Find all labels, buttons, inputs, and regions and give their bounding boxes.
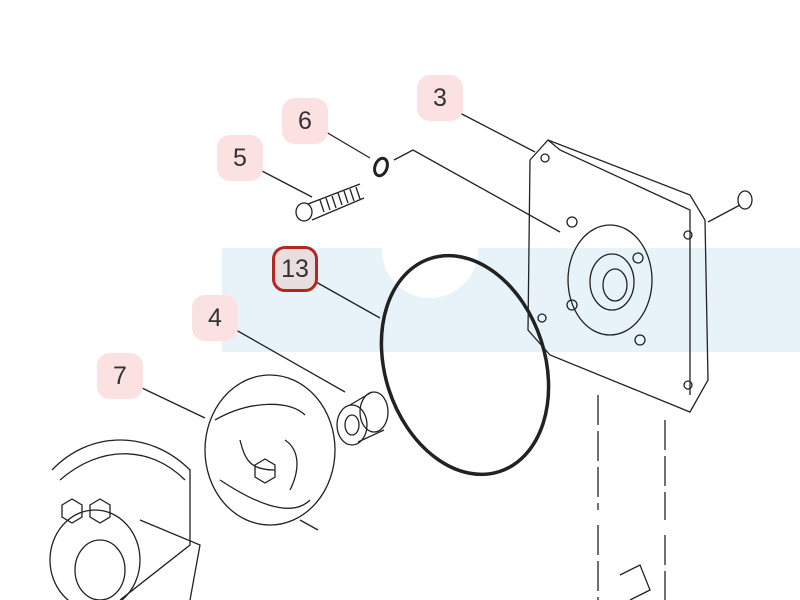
callout-label: 3 [433,83,447,112]
callout-13-selected[interactable]: 13 [272,246,318,292]
leader-line-5 [259,169,313,198]
leader-line-ring [393,149,561,233]
callout-label: 6 [298,106,312,135]
housing-plate-part [527,139,709,413]
callout-label: 5 [233,143,247,172]
motor-housing-part [49,439,201,600]
shaft-part [597,395,666,600]
large-o-ring-part [379,253,551,477]
callout-label: 7 [113,361,127,390]
leader-line-3 [457,111,536,153]
leader-line-right [707,204,741,223]
callout-5[interactable]: 5 [217,135,263,181]
screw-part [295,183,365,222]
leader-line-4 [235,329,346,393]
callout-6[interactable]: 6 [282,98,328,144]
seal-part [336,391,389,446]
small-o-ring-part [373,156,389,178]
watermark [222,202,800,352]
callout-label: 13 [281,254,309,283]
leader-line-7 [141,387,206,419]
callout-3[interactable]: 3 [417,75,463,121]
callout-4[interactable]: 4 [192,295,238,341]
bolt-part [737,190,753,210]
leader-line-13 [315,281,381,319]
impeller-part [204,374,336,531]
leader-line-6 [325,131,371,159]
callout-7[interactable]: 7 [97,353,143,399]
callout-label: 4 [208,303,222,332]
